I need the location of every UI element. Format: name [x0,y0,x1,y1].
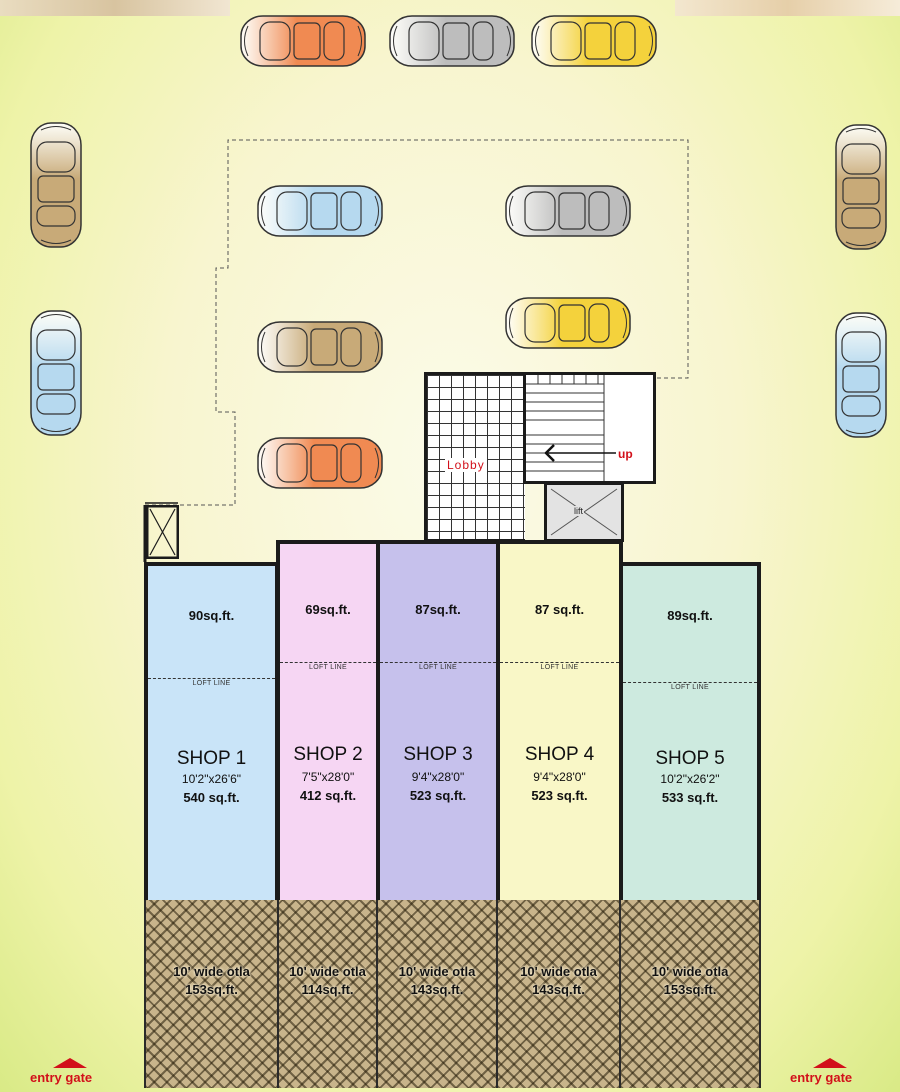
duct-box [146,505,179,559]
otla-area: 114sq.ft. [301,982,354,997]
loft-line [148,678,275,679]
shop-dimensions: 7'5"x28'0" [301,770,355,784]
shop-4: 87 sq.ft. LOFT LINE SHOP 4 9'4"x28'0" 52… [496,540,623,903]
loft-line [500,662,619,663]
entry-gate-right: entry gate [790,1070,853,1085]
lift: lift [544,482,624,542]
shop-name: SHOP 1 [176,748,247,769]
shop-area: 523 sq.ft. [531,788,588,803]
shop-5: 89sq.ft. LOFT LINE SHOP 5 10'2"x26'2" 53… [619,562,761,903]
shop-area: 540 sq.ft. [183,790,240,805]
shop-dimensions: 10'2"x26'2" [660,772,720,786]
car-icon [389,15,515,67]
otla-3: 10' wide otla 143sq.ft. [376,900,498,1088]
lobby: Lobby [424,372,525,542]
otla-5: 10' wide otla 153sq.ft. [619,900,761,1088]
shop-dimensions: 9'4"x28'0" [411,770,465,784]
otla-width: 10' wide otla [289,964,366,979]
car-icon [257,185,383,237]
shop-3: 87sq.ft. LOFT LINE SHOP 3 9'4"x28'0" 523… [376,540,500,903]
otla-1: 10' wide otla 153sq.ft. [144,900,279,1088]
car-icon [505,185,631,237]
otla-area: 153sq.ft. [185,982,238,997]
shop-name: SHOP 5 [655,748,725,769]
shop-name: SHOP 3 [403,744,473,765]
shop-dimensions: 10'2"x26'6" [181,772,242,786]
otla-width: 10' wide otla [398,964,476,979]
loft-line-label: LOFT LINE [309,664,347,671]
loft-line [380,662,496,663]
car-icon [835,124,887,250]
lobby-label: Lobby [445,458,487,472]
otla-width: 10' wide otla [173,964,250,979]
shop-loft-area: 87 sq.ft. [534,602,585,617]
shop-area: 523 sq.ft. [409,788,467,803]
loft-line-label: LOFT LINE [192,680,231,687]
shop-area: 412 sq.ft. [299,788,357,803]
shop-1: 90sq.ft. LOFT LINE SHOP 1 10'2"x26'6" 54… [144,562,279,903]
loft-line-label: LOFT LINE [419,664,457,671]
entry-gate-arrow-left [53,1058,87,1068]
car-icon [240,15,366,67]
entry-gate-arrow-right [813,1058,847,1068]
car-icon [505,297,631,349]
car-icon [257,437,383,489]
shop-area: 533 sq.ft. [661,790,719,805]
loft-line-label: LOFT LINE [671,684,709,691]
otla-area: 143sq.ft. [410,982,464,997]
car-icon [30,310,82,436]
shop-dimensions: 9'4"x28'0" [533,770,586,784]
shop-loft-area: 90sq.ft. [188,608,235,623]
lift-label: lift [573,506,584,516]
entry-gate-left: entry gate [30,1070,93,1085]
staircase: up [523,372,656,484]
otla-width: 10' wide otla [520,964,597,979]
shop-loft-area: 87sq.ft. [415,602,461,617]
otla-area: 143sq.ft. [532,982,585,997]
car-icon [30,122,82,248]
shop-loft-area: 89sq.ft. [667,608,713,623]
stairs-up-label: up [618,447,633,461]
loft-line [280,662,376,663]
otla-2: 10' wide otla 114sq.ft. [277,900,378,1088]
otla-width: 10' wide otla [651,964,729,979]
car-icon [835,312,887,438]
shop-2: 69sq.ft. LOFT LINE SHOP 2 7'5"x28'0" 412… [276,540,380,903]
top-right-photo [675,0,900,16]
shop-name: SHOP 4 [524,744,595,765]
car-icon [531,15,657,67]
loft-line-label: LOFT LINE [540,664,579,671]
loft-line [623,682,757,683]
car-icon [257,321,383,373]
otla-4: 10' wide otla 143sq.ft. [496,900,621,1088]
otla-area: 153sq.ft. [663,982,717,997]
shop-name: SHOP 2 [293,744,363,765]
top-left-photo [0,0,230,16]
shop-loft-area: 69sq.ft. [305,602,351,617]
